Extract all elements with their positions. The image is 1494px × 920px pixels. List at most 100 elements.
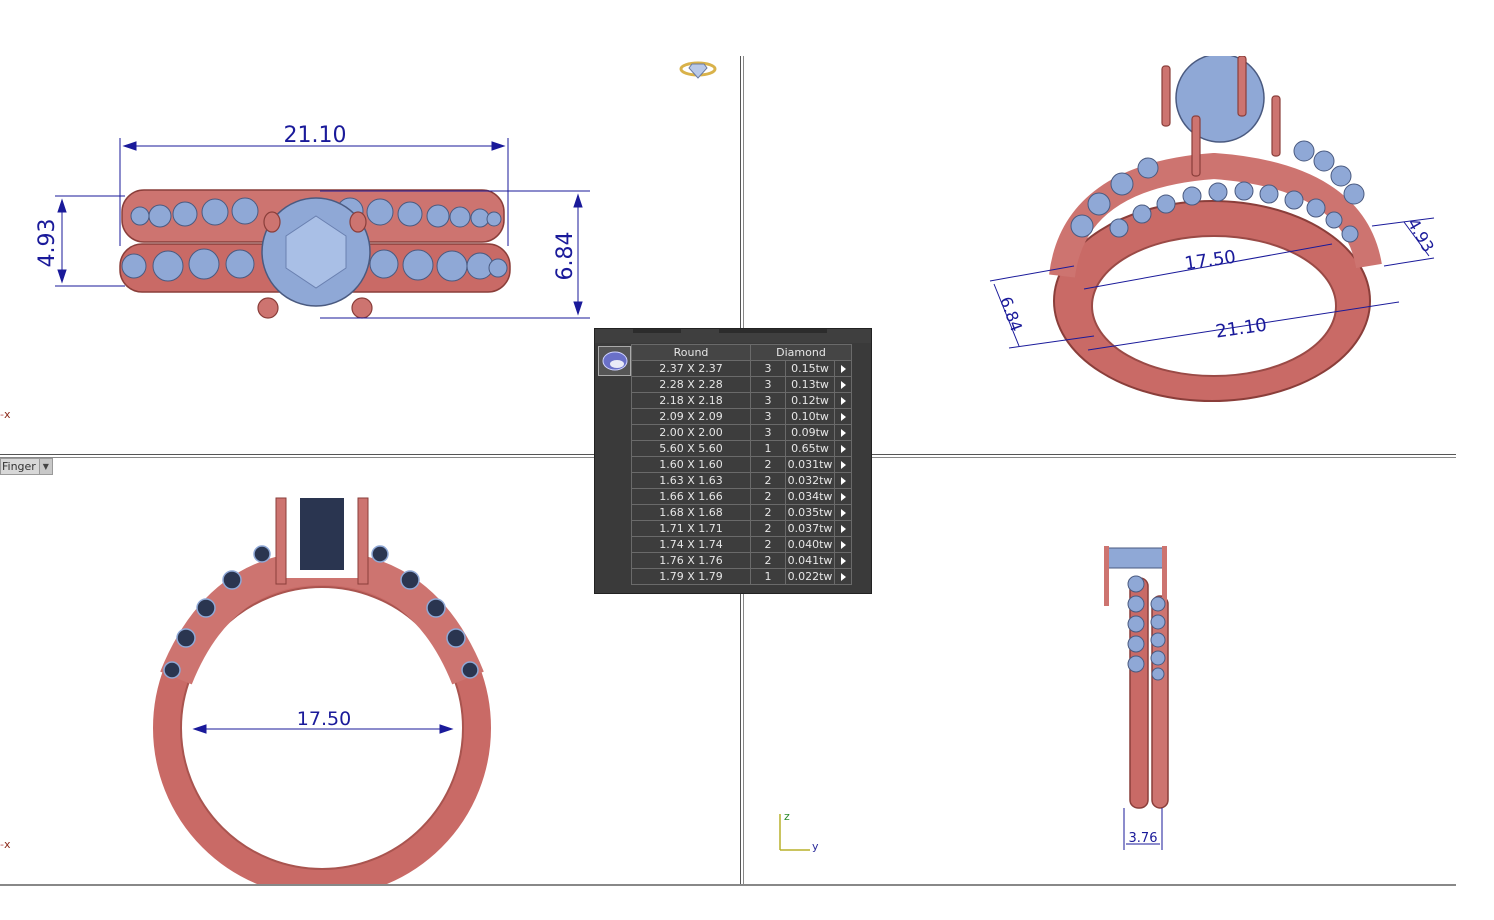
dim-height-persp: 6.84 xyxy=(996,294,1026,334)
row-go-button[interactable] xyxy=(834,504,852,521)
row-go-button[interactable] xyxy=(834,424,852,441)
play-arrow-icon xyxy=(840,412,846,421)
stone-size: 2.09 X 2.09 xyxy=(631,408,751,425)
stone-qty: 2 xyxy=(750,536,786,553)
stone-size: 2.18 X 2.18 xyxy=(631,392,751,409)
dim-band-persp: 4.93 xyxy=(1404,215,1438,255)
row-go-button[interactable] xyxy=(834,472,852,489)
stone-size: 1.76 X 1.76 xyxy=(631,552,751,569)
axis-triad: z y xyxy=(779,810,819,853)
axis-y-label: y xyxy=(812,840,819,853)
header-shape[interactable]: Round xyxy=(631,344,751,361)
stone-weight: 0.037tw xyxy=(785,520,835,537)
stone-weight: 0.15tw xyxy=(785,360,835,377)
play-arrow-icon xyxy=(840,556,846,565)
stone-size: 1.63 X 1.63 xyxy=(631,472,751,489)
header-material[interactable]: Diamond xyxy=(750,344,852,361)
play-arrow-icon xyxy=(840,508,846,517)
stone-size: 1.60 X 1.60 xyxy=(631,456,751,473)
round-stone-icon[interactable] xyxy=(598,346,631,376)
axis-z-label: z xyxy=(784,810,790,823)
stone-qty: 2 xyxy=(750,472,786,489)
play-arrow-icon xyxy=(840,540,846,549)
play-arrow-icon xyxy=(840,428,846,437)
play-arrow-icon xyxy=(840,444,846,453)
play-arrow-icon xyxy=(840,460,846,469)
row-go-button[interactable] xyxy=(834,392,852,409)
viewport-front[interactable]: 21.10 4.93 6.84 -x xyxy=(0,56,740,454)
stone-weight: 0.034tw xyxy=(785,488,835,505)
dim-width: 21.10 xyxy=(284,123,347,148)
stone-qty: 2 xyxy=(750,488,786,505)
stone-qty: 3 xyxy=(750,392,786,409)
row-go-button[interactable] xyxy=(834,376,852,393)
row-go-button[interactable] xyxy=(834,568,852,585)
row-go-button[interactable] xyxy=(834,536,852,553)
stone-size: 2.28 X 2.28 xyxy=(631,376,751,393)
play-arrow-icon xyxy=(840,492,846,501)
row-go-button[interactable] xyxy=(834,552,852,569)
ring-front-model xyxy=(119,189,511,319)
play-arrow-icon xyxy=(840,524,846,533)
stone-qty: 1 xyxy=(750,568,786,585)
dim-height-left: 4.93 xyxy=(35,219,60,268)
row-go-button[interactable] xyxy=(834,440,852,457)
stone-qty: 2 xyxy=(750,520,786,537)
stone-weight: 0.022tw xyxy=(785,568,835,585)
ring-diamond-icon[interactable] xyxy=(679,61,717,79)
stone-size: 2.37 X 2.37 xyxy=(631,360,751,377)
stone-qty: 2 xyxy=(750,552,786,569)
axis-x-label: x xyxy=(3,408,11,421)
stone-qty: 3 xyxy=(750,408,786,425)
row-go-button[interactable] xyxy=(834,408,852,425)
stone-size: 1.68 X 1.68 xyxy=(631,504,751,521)
stone-weight: 0.12tw xyxy=(785,392,835,409)
chevron-down-icon[interactable]: ▼ xyxy=(38,459,52,474)
dim-height-right: 6.84 xyxy=(553,232,578,281)
panel-topbar[interactable] xyxy=(595,329,871,343)
viewport-label-text: Finger xyxy=(2,460,36,473)
row-go-button[interactable] xyxy=(834,360,852,377)
play-arrow-icon xyxy=(840,476,846,485)
viewport-bottom-border xyxy=(0,884,1456,886)
stone-weight: 0.041tw xyxy=(785,552,835,569)
axis-x-label-2: x xyxy=(3,838,11,851)
row-go-button[interactable] xyxy=(834,520,852,537)
stone-qty: 3 xyxy=(750,376,786,393)
stone-weight: 0.035tw xyxy=(785,504,835,521)
ring-right-model xyxy=(1104,546,1169,809)
play-arrow-icon xyxy=(840,572,846,581)
stone-size: 2.00 X 2.00 xyxy=(631,424,751,441)
stone-size: 1.79 X 1.79 xyxy=(631,568,751,585)
play-arrow-icon xyxy=(840,396,846,405)
stone-qty: 2 xyxy=(750,504,786,521)
play-arrow-icon xyxy=(840,380,846,389)
stone-qty: 2 xyxy=(750,456,786,473)
dim-band-width: 3.76 xyxy=(1129,831,1158,846)
ring-perspective-model xyxy=(1049,56,1382,402)
play-arrow-icon xyxy=(840,364,846,373)
viewport-label-dropdown[interactable]: Finger ▼ xyxy=(0,458,53,475)
stone-qty: 3 xyxy=(750,360,786,377)
row-go-button[interactable] xyxy=(834,488,852,505)
stone-weight: 0.031tw xyxy=(785,456,835,473)
row-go-button[interactable] xyxy=(834,456,852,473)
ring-side-model xyxy=(153,497,491,884)
stone-size: 1.74 X 1.74 xyxy=(631,536,751,553)
